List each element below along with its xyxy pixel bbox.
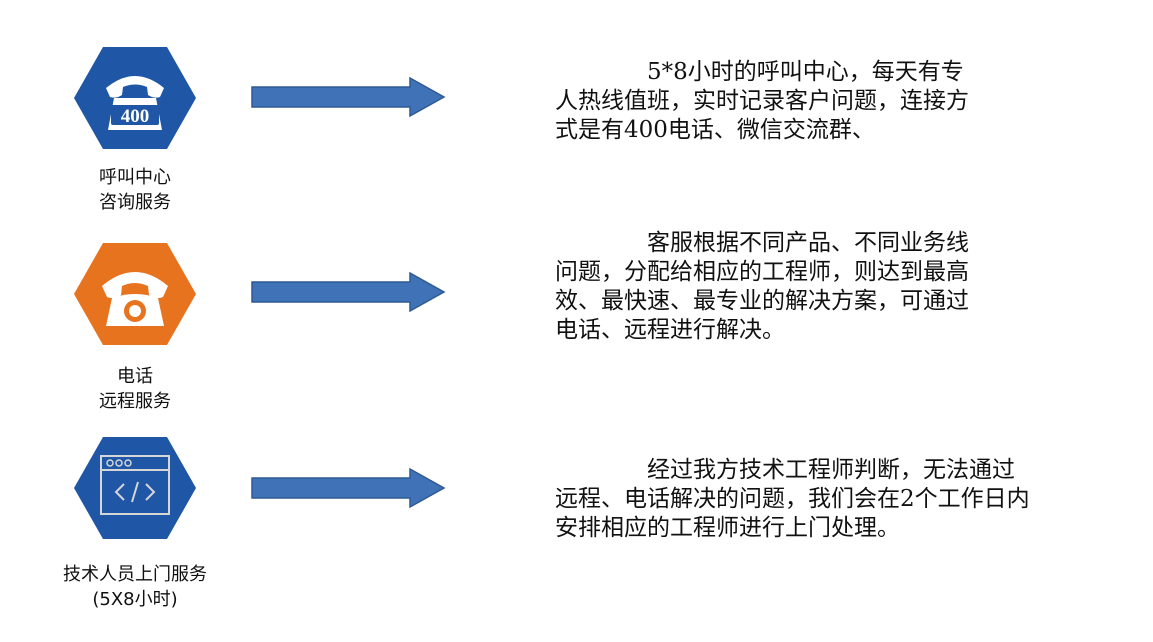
caption-line-2: 咨询服务 xyxy=(99,192,171,213)
description-line-4: 电话、远程进行解决。 xyxy=(555,317,785,343)
code-window-icon xyxy=(72,434,198,542)
caption-line-1: 电话 xyxy=(117,366,153,387)
description-line-3: 安排相应的工程师进行上门处理。 xyxy=(555,515,900,541)
service-description-call-center: 5*8小时的呼叫中心，每天有专 人热线值班，实时记录客户问题，连接方 式是有40… xyxy=(555,58,1115,145)
description-line-1: 5*8小时的呼叫中心，每天有专 xyxy=(647,59,964,85)
service-description-phone-remote: 客服根据不同产品、不同业务线 问题，分配给相应的工程师，则达到最高 效、最快速、… xyxy=(555,229,1115,345)
phone-400-icon: 400 xyxy=(72,44,198,152)
description-line-2: 远程、电话解决的问题，我们会在2个工作日内 xyxy=(555,486,1030,512)
description-line-1: 客服根据不同产品、不同业务线 xyxy=(647,230,969,256)
right-arrow-icon xyxy=(250,467,446,509)
right-arrow-icon xyxy=(250,76,446,118)
badge-400-text: 400 xyxy=(121,106,150,127)
caption-line-1: 呼叫中心 xyxy=(99,167,171,188)
description-line-1: 经过我方技术工程师判断，无法通过 xyxy=(647,457,1015,483)
description-line-3: 效、最快速、最专业的解决方案，可通过 xyxy=(555,288,969,314)
service-caption-phone-remote: 电话 远程服务 xyxy=(40,364,230,414)
service-description-onsite: 经过我方技术工程师判断，无法通过 远程、电话解决的问题，我们会在2个工作日内 安… xyxy=(555,456,1115,543)
description-line-3: 式是有400电话、微信交流群、 xyxy=(555,117,875,143)
caption-line-1: 技术人员上门服务 xyxy=(63,564,207,585)
description-line-2: 问题，分配给相应的工程师，则达到最高 xyxy=(555,259,969,285)
service-caption-onsite: 技术人员上门服务 (5X8小时) xyxy=(40,562,230,612)
caption-line-2: 远程服务 xyxy=(99,391,171,412)
caption-line-2: (5X8小时) xyxy=(92,589,178,610)
service-caption-call-center: 呼叫中心 咨询服务 xyxy=(40,165,230,215)
description-line-2: 人热线值班，实时记录客户问题，连接方 xyxy=(555,88,969,114)
right-arrow-icon xyxy=(250,271,446,313)
telephone-icon xyxy=(72,240,198,348)
